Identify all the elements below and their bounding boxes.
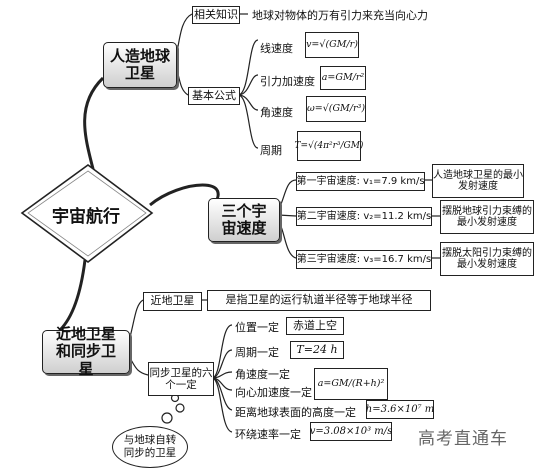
formula-linear-velocity-expr: v=√(GM/r) [306,38,358,50]
third-cosmic-velocity-note: 摆脱太阳引力束缚的最小发射速度 [440,242,534,276]
formula-linear-velocity-name: 线速度 [260,42,293,55]
sync-period-name: 周期一定 [235,346,279,359]
branch-cosmic-velocities: 三个宇宙速度 [208,198,280,242]
sync-centripetal-accel-value: a=GM/(R+h)² [314,368,388,400]
formula-gravity-acceleration-expr: a=GM/r² [321,71,365,83]
sync-orbital-speed-value: v=3.08×10³ m/s [310,422,392,441]
branch-near-earth-and-sync-satellites-title: 近地卫星和同步卫星 [55,325,116,378]
second-cosmic-velocity: 第二宇宙速度: v₂=11.2 km/s [296,207,432,226]
related-knowledge-label: 相关知识 [192,6,240,24]
branch-near-earth-and-sync-satellites: 近地卫星和同步卫星 [42,326,130,377]
sync-altitude-value: h=3.6×10⁷ m [366,400,434,419]
second-cosmic-velocity-note: 摆脱地球引力束缚的最小发射速度 [440,200,534,234]
related-knowledge-text: 地球对物体的万有引力来充当向心力 [252,9,428,22]
sync-centripetal-accel-name: 向心加速度一定 [235,386,312,399]
first-cosmic-velocity: 第一宇宙速度: v₁=7.9 km/s [296,172,425,191]
formula-gravity-acceleration-name: 引力加速度 [260,75,315,88]
sync-angular-velocity-name: 角速度一定 [235,368,290,381]
formula-period-name: 周期 [260,144,282,157]
sync-satellite-label: 同步卫星的六个一定 [148,362,214,396]
sync-with-earth-rotation-text: 与地球自转同步的卫星 [123,433,177,459]
first-cosmic-velocity-note: 人造地球卫星的最小发射速度 [432,164,524,198]
third-cosmic-velocity: 第三宇宙速度: v₃=16.7 km/s [296,250,432,269]
center-title: 宇宙航行 [52,207,120,227]
branch-artificial-satellite-title: 人造地球卫星 [110,46,171,82]
near-earth-satellite-label: 近地卫星 [143,292,202,311]
near-earth-satellite-text: 是指卫星的运行轨道半径等于地球半径 [207,290,431,311]
sync-centripetal-accel-expr: a=GM/(R+h)² [317,377,385,389]
sync-position-value: 赤道上空 [286,317,344,335]
sync-position-name: 位置一定 [235,321,279,334]
formula-angular-velocity-expr: ω=√(GM/r³) [306,102,366,114]
watermark: 高考直通车 [418,429,508,449]
formula-linear-velocity: v=√(GM/r) [305,32,359,58]
formula-gravity-acceleration: a=GM/r² [320,66,366,90]
basic-formulas-label: 基本公式 [188,87,240,105]
formula-period-expr: T=√(4π²r³/GM) [294,140,364,151]
branch-cosmic-velocities-title: 三个宇宙速度 [221,201,267,237]
sync-orbital-speed-name: 环绕速率一定 [235,428,301,441]
formula-angular-velocity: ω=√(GM/r³) [306,96,366,122]
sync-period-value: T=24 h [290,341,344,359]
formula-angular-velocity-name: 角速度 [260,106,293,119]
formula-period: T=√(4π²r³/GM) [294,131,364,161]
sync-with-earth-rotation-bubble: 与地球自转同步的卫星 [112,426,188,468]
branch-artificial-satellite: 人造地球卫星 [103,42,177,88]
sync-altitude-name: 距离地球表面的高度一定 [235,406,356,419]
